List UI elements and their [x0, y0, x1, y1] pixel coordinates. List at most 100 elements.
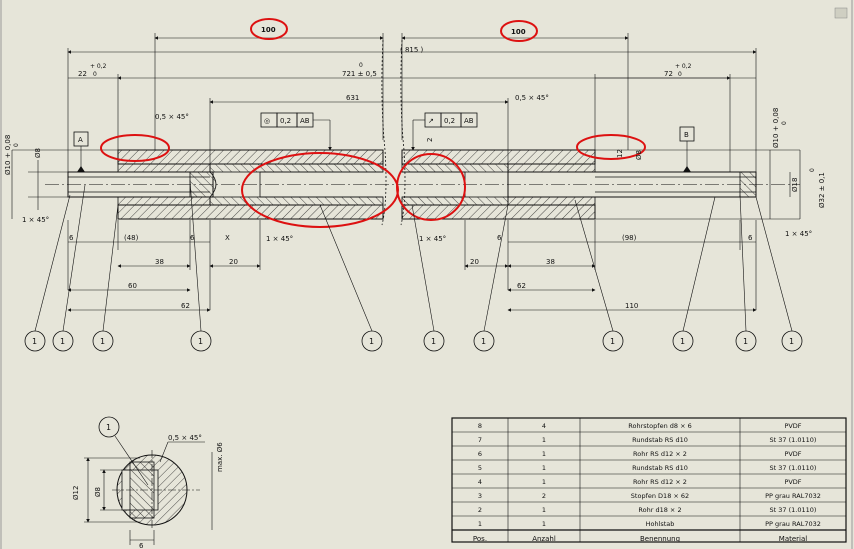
balloon-leader	[739, 194, 747, 332]
dia-2: 2	[426, 138, 434, 142]
dia-10-right: Ø10 + 0,08	[772, 108, 780, 148]
parts-cell-pos: 4	[478, 478, 482, 486]
balloon	[190, 330, 212, 352]
balloon-label: 1	[369, 337, 374, 346]
parts-cell-qty: 1	[542, 506, 546, 514]
len-20b: 20	[470, 258, 479, 266]
parts-header-material: Material	[779, 535, 807, 543]
section-len-6: 6	[139, 542, 144, 549]
balloon	[361, 330, 383, 352]
dia-8-right: Ø8	[635, 150, 643, 160]
dim-721: 721 ± 0,5	[342, 70, 377, 78]
parts-cell-qty: 1	[542, 520, 546, 528]
runout-icon: ↗	[428, 117, 434, 125]
balloon	[423, 330, 445, 352]
parts-cell-name: Rundstab RS d10	[632, 464, 688, 472]
len-62b: 62	[517, 282, 526, 290]
balloon-label: 1	[610, 337, 615, 346]
balloon-leader	[319, 204, 373, 332]
chamfer-right: 0,5 × 45°	[515, 94, 549, 102]
section-balloon-label: 1	[106, 423, 111, 432]
datum-a: A	[73, 131, 89, 172]
dim-22-tol-up: + 0,2	[90, 63, 107, 70]
chamfer-left: 0,5 × 45°	[155, 113, 189, 121]
chamfer-1-c: 1 × 45°	[419, 235, 446, 243]
parts-cell-material: PVDF	[784, 478, 801, 486]
balloon-leader	[483, 204, 509, 332]
parts-cell-pos: 1	[478, 520, 482, 528]
parts-cell-qty: 1	[542, 436, 546, 444]
dim-72: 72	[664, 70, 673, 78]
parts-cell-qty: 2	[542, 492, 546, 500]
parts-cell-name: Hohlstab	[646, 520, 675, 528]
parts-header-name: Benennung	[640, 535, 680, 543]
dim-72-tol-up: + 0,2	[675, 63, 692, 70]
window-control[interactable]	[834, 7, 848, 19]
balloon-label: 1	[789, 337, 794, 346]
parts-cell-material: PVDF	[784, 422, 801, 430]
parts-cell-qty: 4	[542, 422, 546, 430]
balloon-label: 1	[100, 337, 105, 346]
len-6d: 6	[748, 234, 753, 242]
len-110: 110	[625, 302, 638, 310]
tolerance-frame-right: ↗ 0,2 AB	[411, 112, 478, 151]
parts-cell-qty: 1	[542, 450, 546, 458]
dim-721-tol: 0	[359, 62, 363, 69]
dim-815: ( 815 )	[400, 46, 424, 54]
parts-cell-material: St 37 (1.0110)	[770, 506, 817, 514]
datum-b: B	[679, 126, 695, 172]
balloon-label: 1	[743, 337, 748, 346]
balloon-label: 1	[60, 337, 65, 346]
parts-cell-name: Rundstab RS d10	[632, 436, 688, 444]
len-48: (48)	[124, 234, 139, 242]
len-62a: 62	[181, 302, 190, 310]
chamfer-1-a: 1 × 45°	[22, 216, 49, 224]
parts-cell-pos: 5	[478, 464, 482, 472]
parts-cell-material: PP grau RAL7032	[765, 492, 821, 500]
parts-cell-name: Rohr RS d12 × 2	[633, 478, 687, 486]
highlight-bore-right	[396, 153, 466, 221]
parts-cell-pos: 3	[478, 492, 482, 500]
parts-cell-qty: 1	[542, 478, 546, 486]
section-dia-12: Ø12	[72, 486, 80, 500]
parts-cell-pos: 8	[478, 422, 482, 430]
balloon-leader	[411, 204, 435, 332]
balloon	[92, 330, 114, 352]
svg-text:AB: AB	[464, 117, 474, 125]
parts-cell-name: Stopfen D18 × 62	[631, 492, 689, 500]
balloon	[473, 330, 495, 352]
dia-18: Ø18	[791, 178, 799, 192]
balloon	[781, 330, 803, 352]
highlight-chamfer-right	[576, 134, 646, 160]
len-6a: 6	[69, 234, 74, 242]
highlight-chamfer-left	[100, 134, 170, 162]
x-mark: X	[225, 234, 230, 242]
section-max-dia: max. Ø6	[216, 442, 224, 472]
section-view: 0,5 × 45° Ø12 Ø8 6 max. Ø6 1	[72, 416, 224, 549]
dia-32-tol: 0	[809, 168, 816, 172]
parts-cell-material: St 37 (1.0110)	[770, 436, 817, 444]
section-dia-8: Ø8	[94, 487, 102, 497]
len-98: (98)	[622, 234, 637, 242]
len-20a: 20	[229, 258, 238, 266]
balloon-label: 1	[481, 337, 486, 346]
dim-72-tol-lo: 0	[678, 71, 682, 78]
len-38a: 38	[155, 258, 164, 266]
balloon-label: 1	[431, 337, 436, 346]
highlight-100-right	[500, 20, 538, 42]
parts-cell-name: Rohr RS d12 × 2	[633, 450, 687, 458]
dia-10-right-lo: 0	[781, 121, 788, 125]
dia-10-left-lo: 0	[13, 143, 20, 147]
balloon-leader	[34, 194, 71, 332]
balloon-leader	[102, 204, 119, 332]
dim-22-tol-lo: 0	[93, 71, 97, 78]
dim-100-right: 100	[511, 28, 526, 36]
parts-header-pos: Pos.	[473, 535, 487, 543]
svg-text:AB: AB	[300, 117, 310, 125]
balloon-leader	[682, 196, 716, 332]
dim-100-left: 100	[261, 26, 276, 34]
concentricity-icon: ◎	[264, 117, 270, 125]
